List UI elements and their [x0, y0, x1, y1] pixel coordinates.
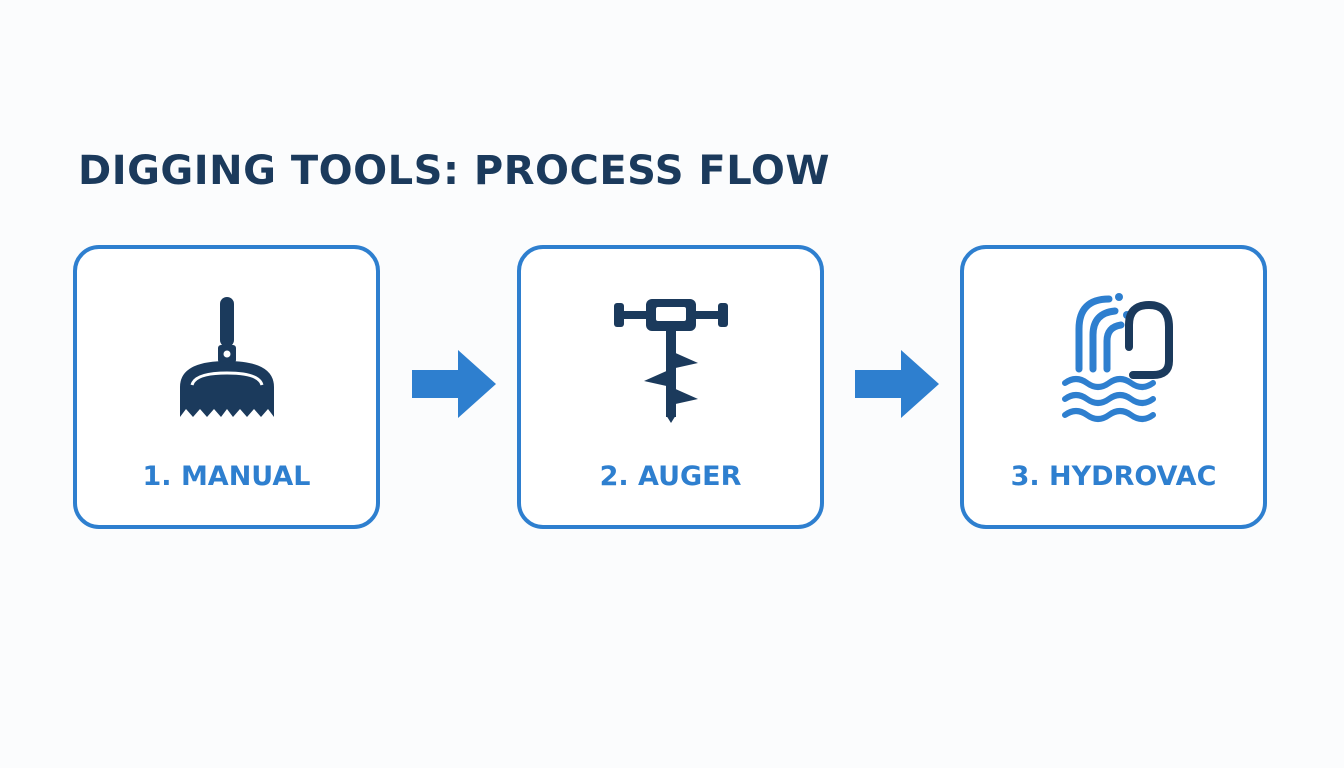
- step-label-hydrovac: 3. HYDROVAC: [1010, 461, 1217, 492]
- step-box-hydrovac: 3. HYDROVAC: [960, 245, 1267, 529]
- shovel-icon: [179, 297, 274, 417]
- arrow-right-icon: [412, 350, 496, 418]
- arrow-right-icon: [855, 350, 939, 418]
- hydrovac-icon: [1061, 293, 1173, 422]
- step-box-auger: 2. AUGER: [517, 245, 824, 529]
- step-box-manual: 1. MANUAL: [73, 245, 380, 529]
- step-label-auger: 2. AUGER: [599, 461, 742, 492]
- auger-icon: [613, 299, 728, 423]
- step-label-manual: 1. MANUAL: [142, 461, 311, 492]
- diagram-title: DIGGING TOOLS: PROCESS FLOW: [78, 148, 830, 194]
